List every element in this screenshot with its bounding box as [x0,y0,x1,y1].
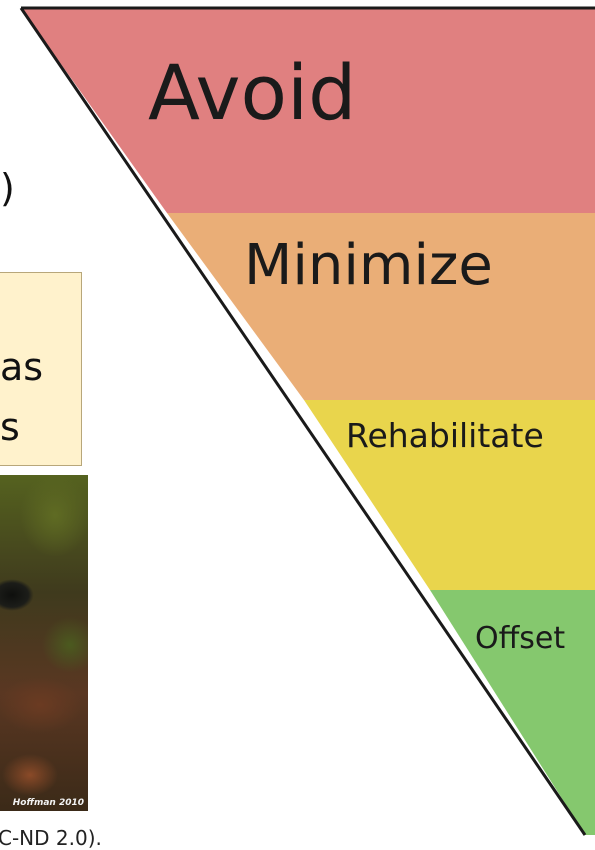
cropped-text-fragment: ) [0,166,15,210]
minimize-label: Minimize [244,233,493,298]
rehabilitate-label: Rehabilitate [346,416,544,455]
photo-credit: Hoffman 2010 [13,798,84,808]
callout-text-line-1: as [0,345,43,389]
offset-label: Offset [475,621,565,656]
callout-text-line-2: s [0,405,20,449]
salamander-photo: Hoffman 2010 [0,475,88,811]
avoid-label: Avoid [148,48,356,137]
photo-caption: C-ND 2.0). [0,826,102,850]
